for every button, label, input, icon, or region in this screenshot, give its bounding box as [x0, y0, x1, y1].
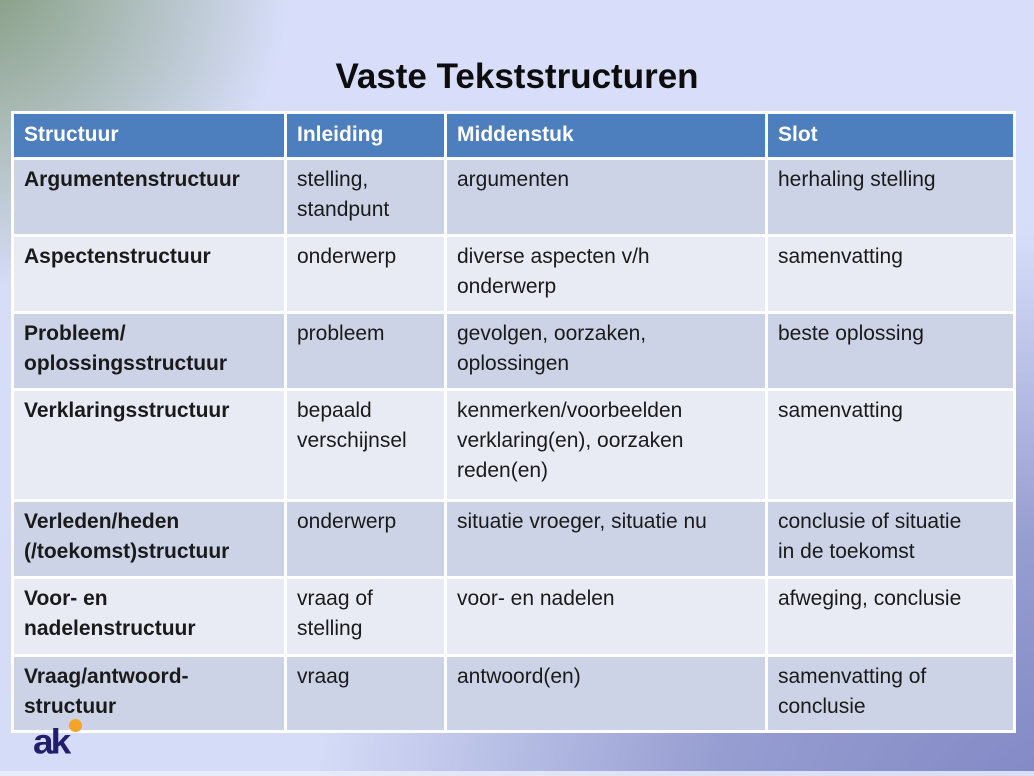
cell-inleiding: onderwerp — [284, 499, 447, 579]
cell-structuur: Probleem/ oplossingsstructuur — [11, 311, 287, 391]
table-row: Aspectenstructuur onderwerp diverse aspe… — [11, 234, 1016, 314]
publisher-logo: ak — [33, 719, 103, 773]
cell-inleiding: vraag of stelling — [284, 576, 447, 657]
cell-slot: samenvatting — [765, 388, 1016, 502]
cell-middenstuk: situatie vroeger, situatie nu — [444, 499, 768, 579]
cell-slot: conclusie of situatie in de toekomst — [765, 499, 1016, 579]
cell-slot: afweging, conclusie — [765, 576, 1016, 657]
cell-structuur: Argumentenstructuur — [11, 157, 287, 237]
table-row: Verklaringsstructuur bepaald verschijnse… — [11, 388, 1016, 502]
cell-middenstuk: diverse aspecten v/h onderwerp — [444, 234, 768, 314]
cell-structuur: Verleden/heden (/toekomst)structuur — [11, 499, 287, 579]
cell-slot: beste oplossing — [765, 311, 1016, 391]
table-row: Verleden/heden (/toekomst)structuur onde… — [11, 499, 1016, 579]
table-row: Argumentenstructuur stelling, standpunt … — [11, 157, 1016, 237]
cell-slot: samenvatting — [765, 234, 1016, 314]
column-header-middenstuk: Middenstuk — [444, 111, 768, 160]
text-structures-table: Structuur Inleiding Middenstuk Slot Argu… — [11, 111, 1016, 733]
cell-slot: herhaling stelling — [765, 157, 1016, 237]
table-row: Vraag/antwoord- structuur vraag antwoord… — [11, 654, 1016, 733]
table-header-row: Structuur Inleiding Middenstuk Slot — [11, 111, 1016, 160]
cell-inleiding: bepaald verschijnsel — [284, 388, 447, 502]
cell-middenstuk: kenmerken/voorbeelden verklaring(en), oo… — [444, 388, 768, 502]
cell-inleiding: probleem — [284, 311, 447, 391]
table-row: Probleem/ oplossingsstructuur probleem g… — [11, 311, 1016, 391]
cell-inleiding: vraag — [284, 654, 447, 733]
column-header-slot: Slot — [765, 111, 1016, 160]
bottom-edge-strip — [0, 771, 1034, 776]
publisher-logo-text: ak — [33, 722, 71, 761]
cell-inleiding: stelling, standpunt — [284, 157, 447, 237]
slide-title: Vaste Tekststructuren — [335, 57, 699, 96]
cell-inleiding: onderwerp — [284, 234, 447, 314]
cell-middenstuk: argumenten — [444, 157, 768, 237]
cell-slot: samenvatting of conclusie — [765, 654, 1016, 733]
cell-structuur: Verklaringsstructuur — [11, 388, 287, 502]
cell-middenstuk: voor- en nadelen — [444, 576, 768, 657]
cell-structuur: Aspectenstructuur — [11, 234, 287, 314]
cell-structuur: Vraag/antwoord- structuur — [11, 654, 287, 733]
column-header-inleiding: Inleiding — [284, 111, 447, 160]
cell-structuur: Voor- en nadelenstructuur — [11, 576, 287, 657]
cell-middenstuk: gevolgen, oorzaken, oplossingen — [444, 311, 768, 391]
logo-orange-dot-icon — [69, 719, 82, 732]
cell-middenstuk: antwoord(en) — [444, 654, 768, 733]
table-row: Voor- en nadelenstructuur vraag of stell… — [11, 576, 1016, 657]
column-header-structuur: Structuur — [11, 111, 287, 160]
